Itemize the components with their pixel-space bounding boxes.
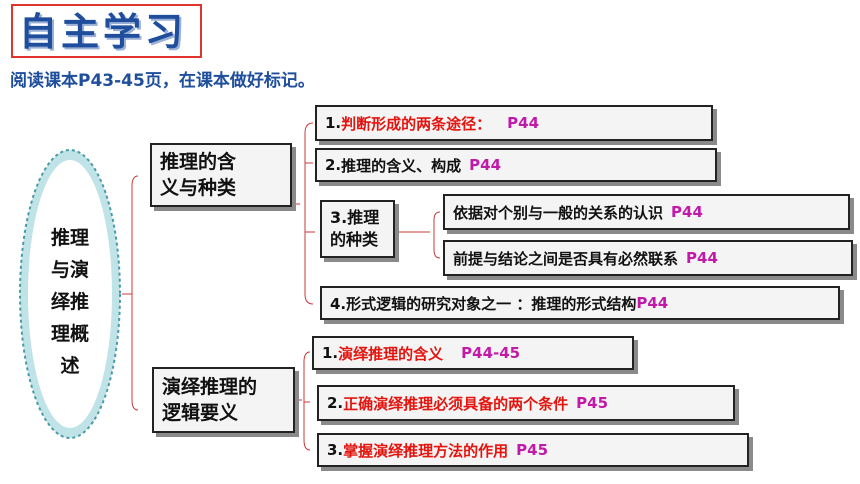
instruction-text: 阅读课本P43-45页，在课本做好标记。 <box>10 71 315 91</box>
item-text: 掌握演绎推理方法的作用 <box>343 441 509 460</box>
item-text: 演绎推理的含义 <box>338 344 444 363</box>
oval-line: 理概 <box>51 323 89 345</box>
page-ref: P44 <box>469 156 502 174</box>
item-text: 正确演绎推理必须具备的两个条件 <box>343 394 569 413</box>
page-ref: P44 <box>636 294 669 312</box>
branch-line: 逻辑要义 <box>162 402 239 424</box>
oval-line: 推理 <box>51 226 89 249</box>
item-reasoning-meaning: 2. 推理的含义、构成 P44 <box>315 148 717 182</box>
subitem-text: 前提与结论之间是否具有必然联系 <box>453 249 679 268</box>
page-ref: P45 <box>516 441 549 459</box>
branch-line: 推理的含 <box>160 151 237 173</box>
item-number: 1. <box>325 114 342 132</box>
item-text: 4.形式逻辑的研究对象之一 ：推理的形式结构 <box>330 294 637 313</box>
branch-line: 义与种类 <box>160 177 237 199</box>
item-number: 2. <box>327 394 344 412</box>
oval-line: 与演 <box>51 258 89 281</box>
item-deduction-conditions: 2. 正确演绎推理必须具备的两个条件 P45 <box>317 385 735 421</box>
title-box: 自主学习 <box>11 4 202 58</box>
subitem-text: 依据对个别与一般的关系的认识 <box>453 203 664 222</box>
branch-line: 演绎推理的 <box>162 376 258 398</box>
subitem-necessary-connection: 前提与结论之间是否具有必然联系 P44 <box>443 240 853 276</box>
page-ref: P44 <box>686 249 718 267</box>
page-ref: P44 <box>507 114 540 132</box>
item-deduction-role: 3. 掌握演绎推理方法的作用 P45 <box>317 433 749 467</box>
page-ref: P45 <box>576 394 609 412</box>
branch-meaning-and-types: 推理的含 义与种类 <box>150 143 292 207</box>
topic-oval: 推理 与演 绎推 理概 述 <box>18 148 122 440</box>
subitem-individual-general: 依据对个别与一般的关系的认识 P44 <box>443 194 850 230</box>
oval-line: 绎推 <box>51 290 89 313</box>
item-judgment-paths: 1. 判断形成的两条途径： P44 <box>315 105 713 141</box>
page-title: 自主学习 <box>19 10 188 54</box>
page-ref: P44 <box>671 203 703 221</box>
item-line: 的种类 <box>330 230 379 249</box>
branch-deductive-essentials: 演绎推理的 逻辑要义 <box>152 367 295 433</box>
item-number: 1. <box>322 344 339 362</box>
page-ref: P44-45 <box>461 344 521 362</box>
oval-line: 述 <box>60 355 79 377</box>
item-deduction-meaning: 1. 演绎推理的含义 P44-45 <box>312 336 634 370</box>
oval-shape: 推理 与演 绎推 理概 述 <box>19 149 121 439</box>
item-line: 3.推理 <box>330 208 380 227</box>
item-text: 判断形成的两条途径： <box>341 114 492 133</box>
item-text: 推理的含义、构成 <box>341 156 462 175</box>
item-number: 3. <box>327 441 344 459</box>
item-reasoning-types: 3.推理 的种类 <box>320 200 395 258</box>
item-formal-logic: 4.形式逻辑的研究对象之一 ：推理的形式结构 P44 <box>320 286 840 320</box>
item-number: 2. <box>325 156 342 174</box>
